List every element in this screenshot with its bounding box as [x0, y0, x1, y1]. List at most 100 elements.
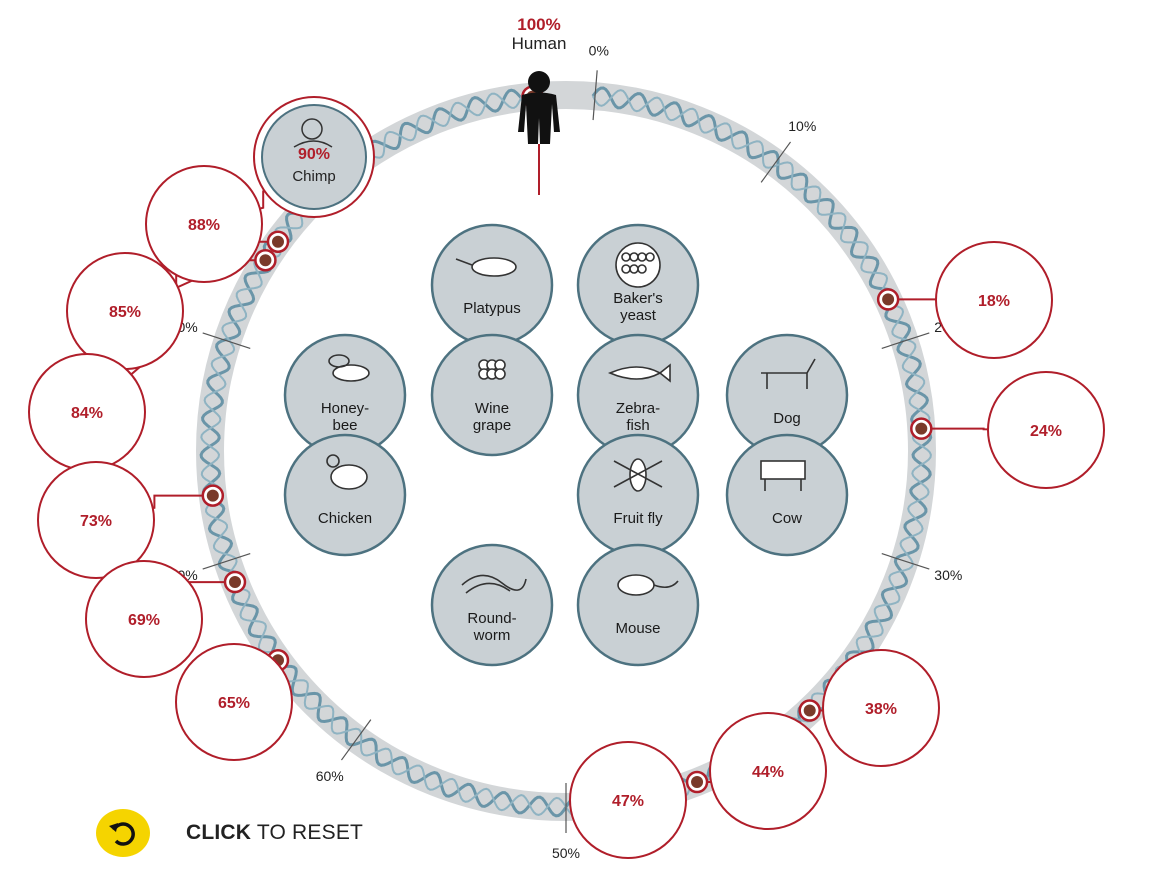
bubble-percent: 88% [188, 217, 220, 234]
organism-label: fish [626, 417, 649, 434]
ring-marker-dot [691, 776, 704, 789]
ring-marker-dot [228, 576, 241, 589]
bubble-percent: 18% [978, 293, 1010, 310]
ring-marker-dot [915, 422, 928, 435]
organism-disc [430, 543, 554, 667]
tick-mark [202, 553, 251, 570]
tick-mark [202, 332, 251, 349]
ring-marker-dot [803, 704, 816, 717]
organism-label: yeast [620, 307, 657, 324]
percent-bubble-73[interactable]: 73% [37, 461, 155, 579]
percent-bubble-69[interactable]: 69% [85, 560, 203, 678]
honeybee-icon [328, 354, 370, 382]
tick-label: 50% [552, 845, 580, 861]
percent-bubble-24[interactable]: 24% [987, 371, 1105, 489]
percent-bubble-65[interactable]: 65% [175, 643, 293, 761]
human-silhouette-icon [518, 71, 560, 144]
percent-bubble-47[interactable]: 47% [569, 741, 687, 859]
tick-mark [760, 141, 792, 183]
bubble-percent: 85% [109, 304, 141, 321]
reset-arrow-icon [96, 809, 150, 857]
ring-gap [561, 167, 590, 229]
organism-label: Round- [467, 610, 516, 627]
organism-disc [430, 333, 554, 457]
bubble-percent: 73% [80, 513, 112, 530]
zebrafish-icon [607, 363, 671, 383]
organism-label: worm [473, 627, 511, 644]
organism-disc [725, 433, 849, 557]
percent-bubble-18[interactable]: 18% [935, 241, 1053, 359]
percent-bubble-chimp[interactable]: 90% Chimp [253, 96, 375, 218]
percent-bubble-88[interactable]: 88% [145, 165, 263, 283]
organism-roundworm[interactable]: Round-worm [430, 543, 554, 667]
cow-icon [760, 460, 806, 491]
reset-button[interactable]: CLICK TO RESET [96, 808, 363, 858]
organism-label: Platypus [463, 300, 521, 317]
bubble-percent: 24% [1030, 423, 1062, 440]
organism-label: Fruit fly [613, 510, 663, 527]
organism-label: Baker's [613, 290, 663, 307]
bubble-percent: 84% [71, 405, 103, 422]
organism-cow[interactable]: Cow [725, 433, 849, 557]
organism-label: Dog [773, 410, 801, 427]
bubble-percent: 38% [865, 701, 897, 718]
reset-label-rest: TO RESET [251, 821, 364, 844]
bubble-percent: 90% [298, 146, 330, 163]
mouse-icon [617, 574, 679, 596]
ring-marker-dot [271, 235, 284, 248]
tick-mark [592, 70, 598, 121]
organism-chicken[interactable]: Chicken [283, 433, 407, 557]
percent-bubbles: 90% Chimp 88% 85% 84% 73% 69% 65% 47% 44% 38% 24% 18… [28, 96, 1105, 859]
chicken-icon [326, 454, 368, 490]
human-percent: 100% [517, 15, 560, 34]
tick-label: 10% [788, 118, 816, 134]
chimp-icon-disc [261, 104, 367, 210]
organism-zebrafish[interactable]: Zebra-fish [576, 333, 700, 457]
tick-label: 30% [934, 567, 962, 583]
bubble-label: Chimp [292, 168, 335, 185]
wine-grape-icon [478, 359, 506, 380]
bubble-percent: 47% [612, 793, 644, 810]
fruit-fly-icon [613, 458, 663, 492]
roundworm-icon [461, 574, 527, 594]
organism-disc [283, 433, 407, 557]
organism-disc [430, 223, 554, 347]
bakers-yeast-icon [615, 242, 661, 288]
organism-mouse[interactable]: Mouse [576, 543, 700, 667]
ring-marker-dot [882, 293, 895, 306]
percent-bubble-85[interactable]: 85% [66, 252, 184, 370]
organism-platypus[interactable]: Platypus [430, 223, 554, 347]
human-label: Human [512, 34, 567, 53]
organism-fruit-fly[interactable]: Fruit fly [576, 433, 700, 557]
tick-mark [340, 719, 372, 761]
percent-bubble-38[interactable]: 38% [822, 649, 940, 767]
organism-label: Honey- [321, 400, 369, 417]
bubble-percent: 65% [218, 695, 250, 712]
dog-icon [761, 358, 816, 389]
bubble-percent: 44% [752, 764, 784, 781]
bubble-percent: 69% [128, 612, 160, 629]
reset-label: CLICK TO RESET [186, 821, 363, 845]
organism-label: Chicken [318, 510, 372, 527]
organism-disc [576, 543, 700, 667]
organism-grid: PlatypusBaker'syeastHoney-beeWinegrapeZe… [283, 223, 849, 667]
organism-label: Zebra- [616, 400, 660, 417]
organism-label: Cow [772, 510, 802, 527]
tick-label: 60% [316, 768, 344, 784]
organism-label: Mouse [615, 620, 660, 637]
tick-label: 0% [589, 42, 609, 58]
organism-disc [576, 433, 700, 557]
percent-bubble-44[interactable]: 44% [709, 712, 827, 830]
organism-label: grape [473, 417, 511, 434]
chimp-icon [293, 118, 333, 148]
ring-marker-dot [259, 254, 272, 267]
tick-mark [881, 332, 930, 349]
organism-dog[interactable]: Dog [725, 333, 849, 457]
reset-label-bold: CLICK [186, 821, 252, 844]
platypus-icon [455, 257, 517, 277]
organism-label: Wine [475, 400, 509, 417]
percent-bubble-84[interactable]: 84% [28, 353, 146, 471]
